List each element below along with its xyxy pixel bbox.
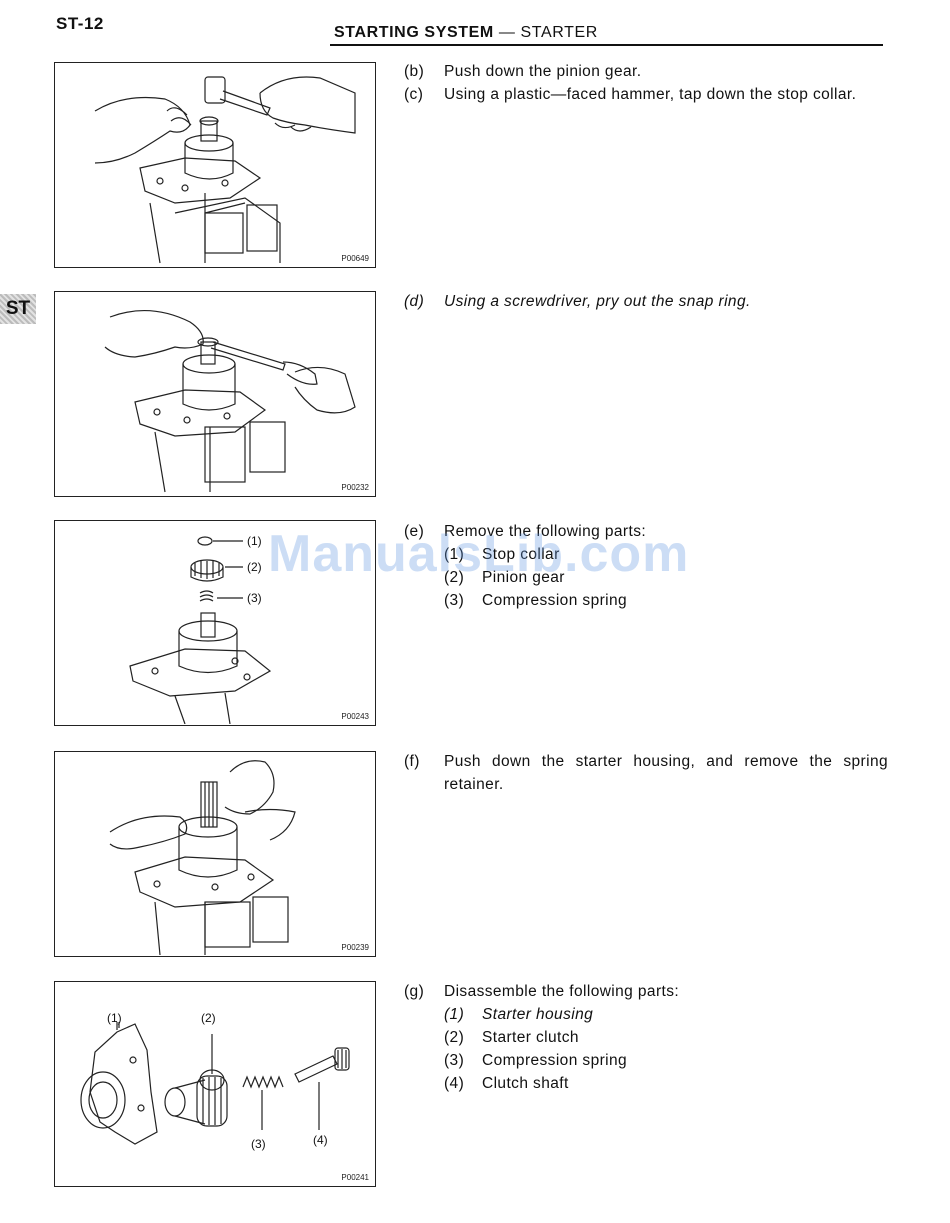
step-label: (d)	[404, 293, 425, 310]
figure-disassemble-parts: (1) (2) (3) (4) P00241	[54, 981, 376, 1187]
callout-4: (4)	[313, 1133, 328, 1147]
figure-code: P00232	[341, 483, 369, 492]
part-number: (2)	[444, 569, 465, 586]
step-item: (d) Using a screwdriver, pry out the sna…	[404, 290, 888, 313]
part-name: Clutch shaft	[482, 1075, 569, 1092]
steps-block-1: (b) Push down the pinion gear. (c) Using…	[404, 60, 888, 106]
part-item: (2) Starter clutch	[404, 1026, 888, 1049]
step-item: (f) Push down the starter housing, and r…	[404, 750, 888, 796]
part-name: Stop collar	[482, 546, 560, 563]
part-number: (1)	[444, 546, 465, 563]
part-number: (1)	[444, 1006, 465, 1023]
header-section: STARTING SYSTEM	[334, 24, 494, 41]
figure-remove-spring-retainer: P00239	[54, 751, 376, 957]
step-item: (g) Disassemble the following parts:	[404, 980, 888, 1003]
part-number: (2)	[444, 1029, 465, 1046]
page-number: ST-12	[56, 14, 104, 33]
illustration-screwdriver-snap-ring	[104, 310, 356, 493]
step-text: Using a screwdriver, pry out the snap ri…	[444, 293, 751, 310]
part-item: (2) Pinion gear	[404, 566, 888, 589]
figure-code: P00239	[341, 943, 369, 952]
step-label: (e)	[404, 523, 425, 540]
part-item: (3) Compression spring	[404, 589, 888, 612]
step-label: (g)	[404, 983, 425, 1000]
steps-block-5: (g) Disassemble the following parts: (1)…	[404, 980, 888, 1095]
part-name: Compression spring	[482, 592, 628, 609]
part-name: Pinion gear	[482, 569, 565, 586]
step-text: Push down the pinion gear.	[444, 63, 642, 80]
callout-2: (2)	[201, 1011, 216, 1025]
steps-block-4: (f) Push down the starter housing, and r…	[404, 750, 888, 796]
part-number: (4)	[444, 1075, 465, 1092]
figure-pry-snap-ring: P00232	[54, 291, 376, 497]
step-label: (f)	[404, 753, 420, 770]
step-text: Remove the following parts:	[444, 523, 647, 540]
part-number: (3)	[444, 1052, 465, 1069]
step-label: (c)	[404, 86, 424, 103]
part-name: Starter clutch	[482, 1029, 579, 1046]
callout-3: (3)	[251, 1137, 266, 1151]
header-rule	[330, 44, 883, 46]
illustration-push-housing	[109, 760, 296, 955]
step-text: Disassemble the following parts:	[444, 983, 680, 1000]
step-label: (b)	[404, 63, 425, 80]
step-item: (e) Remove the following parts:	[404, 520, 888, 543]
callout-1: (1)	[247, 534, 262, 548]
part-item: (1) Starter housing	[404, 1003, 888, 1026]
header-subsection: STARTER	[520, 24, 598, 41]
illustration-exploded-starter: (1) (2) (3) (4)	[80, 1011, 350, 1151]
part-name: Compression spring	[482, 1052, 628, 1069]
part-number: (3)	[444, 592, 465, 609]
step-text: Using a plastic—faced hammer, tap down t…	[444, 86, 857, 103]
figure-push-pinion-gear: P00649	[54, 62, 376, 268]
callout-2: (2)	[247, 560, 262, 574]
header-separator: —	[493, 24, 521, 41]
callout-3: (3)	[247, 591, 262, 605]
figure-code: P00241	[341, 1173, 369, 1182]
step-item: (c) Using a plastic—faced hammer, tap do…	[404, 83, 888, 106]
figure-remove-parts: (1) (2) (3) P00243	[54, 520, 376, 726]
part-name: Starter housing	[482, 1006, 594, 1023]
steps-block-3: (e) Remove the following parts: (1) Stop…	[404, 520, 888, 612]
part-item: (3) Compression spring	[404, 1049, 888, 1072]
step-text: Push down the starter housing, and remov…	[444, 753, 888, 793]
figure-code: P00243	[341, 712, 369, 721]
figure-code: P00649	[341, 254, 369, 263]
part-item: (1) Stop collar	[404, 543, 888, 566]
step-item: (b) Push down the pinion gear.	[404, 60, 888, 83]
section-tab: ST	[0, 294, 36, 324]
page-header: STARTING SYSTEM — STARTER	[334, 24, 598, 42]
steps-block-2: (d) Using a screwdriver, pry out the sna…	[404, 290, 888, 313]
illustration-exploded-pinion: (1) (2) (3)	[129, 534, 272, 724]
part-item: (4) Clutch shaft	[404, 1072, 888, 1095]
illustration-hammer-tapping-collar	[94, 76, 356, 264]
callout-1: (1)	[107, 1011, 122, 1025]
